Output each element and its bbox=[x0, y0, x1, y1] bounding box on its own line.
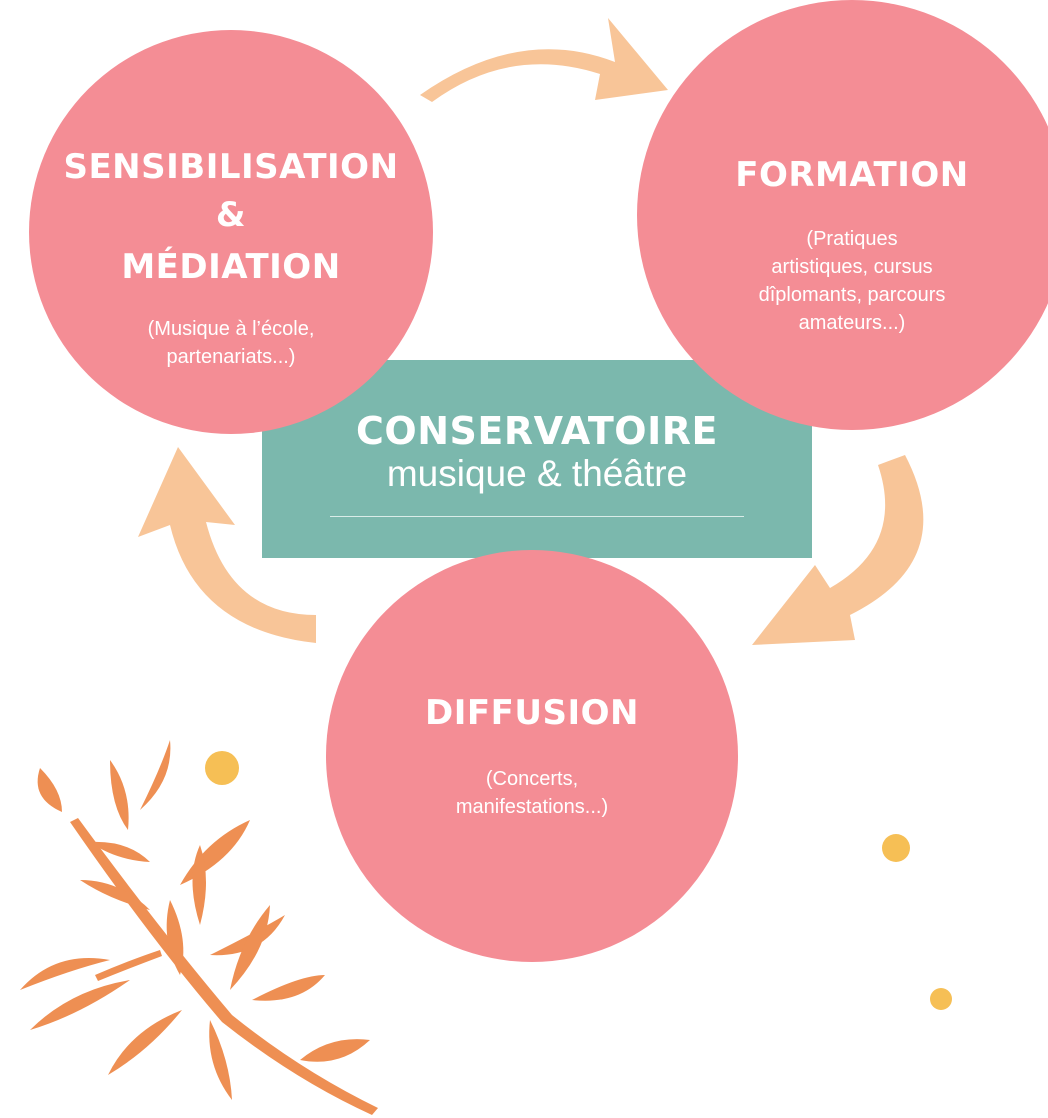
sensibilisation-title-line2: & bbox=[215, 195, 247, 235]
title-underline bbox=[330, 516, 744, 517]
conservatoire-subtitle: musique & théâtre bbox=[386, 453, 688, 494]
formation-desc-line1: (Pratiques bbox=[806, 228, 898, 250]
dot-2 bbox=[882, 834, 910, 862]
conservatoire-box: CONSERVATOIRE musique & théâtre bbox=[262, 360, 812, 558]
circle-formation: FORMATION (Pratiques artistiques, cursus… bbox=[637, 0, 1048, 430]
circle-sensibilisation: SENSIBILISATION & MÉDIATION (Musique à l… bbox=[29, 30, 433, 434]
formation-desc-line3: dîplomants, parcours bbox=[758, 284, 946, 306]
sensibilisation-title-line3: MÉDIATION bbox=[121, 247, 341, 287]
formation-title: FORMATION bbox=[735, 155, 969, 195]
sensibilisation-title-line1: SENSIBILISATION bbox=[63, 147, 399, 187]
formation-desc-line2: artistiques, cursus bbox=[771, 256, 933, 278]
formation-desc-line4: amateurs...) bbox=[798, 312, 906, 334]
arrow-left bbox=[138, 447, 316, 643]
dot-1 bbox=[205, 751, 239, 785]
sensibilisation-desc-line1: (Musique à l’école, bbox=[147, 318, 315, 340]
diffusion-desc-line1: (Concerts, bbox=[485, 768, 579, 790]
leaf-branch-illustration bbox=[20, 740, 378, 1115]
sensibilisation-desc-line2: partenariats...) bbox=[166, 346, 296, 368]
arrow-top bbox=[420, 18, 668, 102]
diffusion-desc-line2: manifestations...) bbox=[455, 796, 609, 818]
arrow-right bbox=[752, 455, 924, 645]
dot-3 bbox=[930, 988, 952, 1010]
circle-diffusion: DIFFUSION (Concerts, manifestations...) bbox=[326, 550, 738, 962]
conservatoire-title: CONSERVATOIRE bbox=[356, 409, 718, 453]
diffusion-title: DIFFUSION bbox=[425, 693, 639, 733]
